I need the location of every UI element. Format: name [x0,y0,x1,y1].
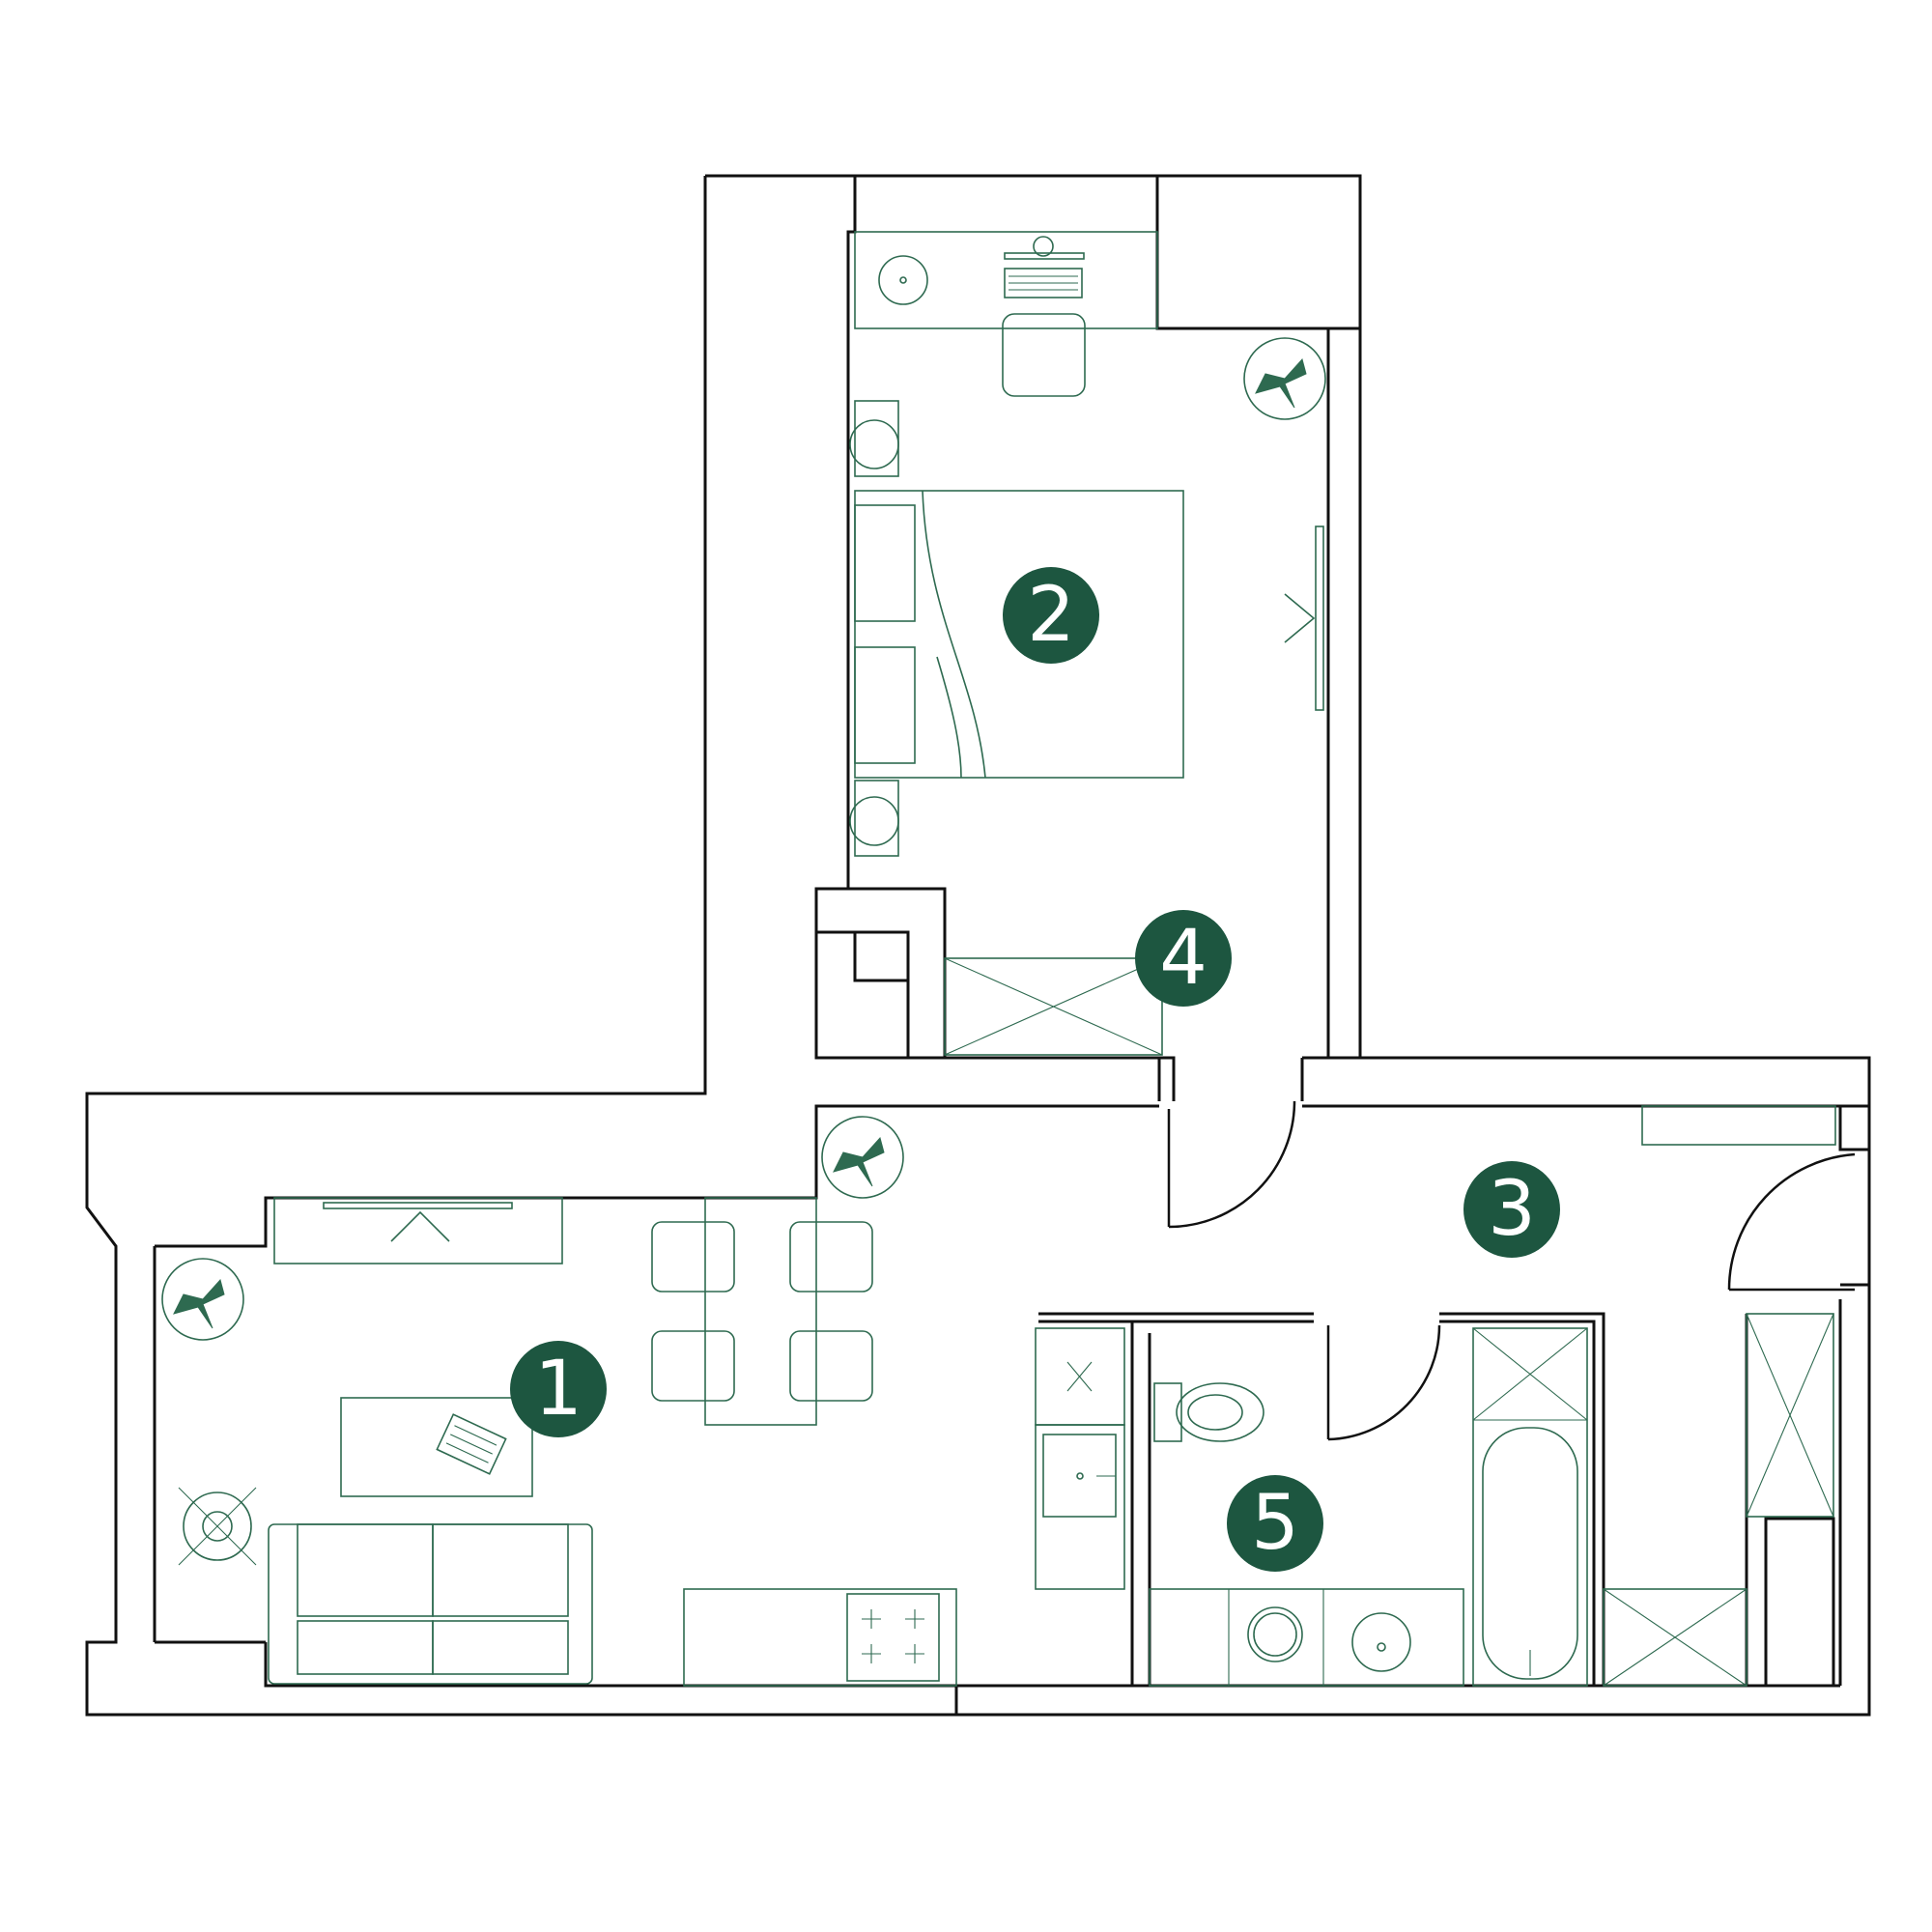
walls [85,174,1871,1717]
room-number-3: 3 [1488,1166,1536,1253]
laptop-icon [436,1413,507,1475]
washing-machine-icon [1247,1606,1303,1662]
bathroom-furniture [1149,1327,1588,1687]
bathroom-door[interactable] [1326,1324,1441,1441]
dining-chair [651,1330,735,1402]
hall-furniture [1603,1105,1836,1687]
vanity-counter [1149,1588,1464,1687]
toilet-icon [1153,1382,1264,1442]
sofa [268,1523,593,1685]
room-badge-2: 2 [1003,567,1099,664]
desk-chair [1002,313,1086,397]
room-number-2: 2 [1027,572,1075,659]
dining-table [704,1197,817,1426]
keyboard [1004,268,1083,298]
plant-icon [1243,337,1326,420]
dining-chair [789,1330,873,1402]
pillow [854,504,916,622]
wardrobe [944,957,1163,1056]
bed [854,490,1184,779]
dining-chair [651,1221,735,1293]
room-badge-1: 1 [510,1341,607,1437]
hall-wardrobe [1746,1313,1834,1518]
plant-icon [161,1258,244,1341]
room-badge-5: 5 [1227,1475,1323,1572]
tv-cabinet [273,1197,563,1264]
room-number-1: 1 [534,1346,582,1433]
hall-cabinet [1603,1588,1747,1687]
stove [846,1593,940,1682]
nightstand-lamp-icon [849,796,899,846]
desk [854,231,1158,329]
pillow [854,646,916,764]
doors [1167,1100,1856,1441]
room-badge-4: 4 [1135,910,1232,1007]
monitor-stand [1033,236,1054,257]
living-furniture [161,1116,1125,1687]
room-badge-3: 3 [1463,1161,1560,1258]
bathtub [1472,1327,1588,1687]
room-number-5: 5 [1251,1480,1299,1567]
plant-icon [821,1116,904,1199]
wall-tv [1315,526,1324,711]
coffee-table [340,1397,533,1497]
monitor [1004,252,1085,260]
dining-chair [789,1221,873,1293]
hall-shelf [1641,1105,1836,1146]
kitchen-sink [1035,1424,1125,1590]
washbasin-icon [1351,1612,1411,1672]
bedroom-furniture [849,231,1326,1056]
bedroom-door[interactable] [1167,1100,1296,1229]
entrance-door[interactable] [1727,1152,1856,1292]
floor-lamp-icon [178,1487,257,1566]
desk-lamp-icon [878,255,928,305]
room-number-4: 4 [1159,915,1208,1002]
nightstand-lamp-icon [849,419,899,469]
tv [323,1202,513,1209]
kitchen-counter [683,1588,957,1687]
